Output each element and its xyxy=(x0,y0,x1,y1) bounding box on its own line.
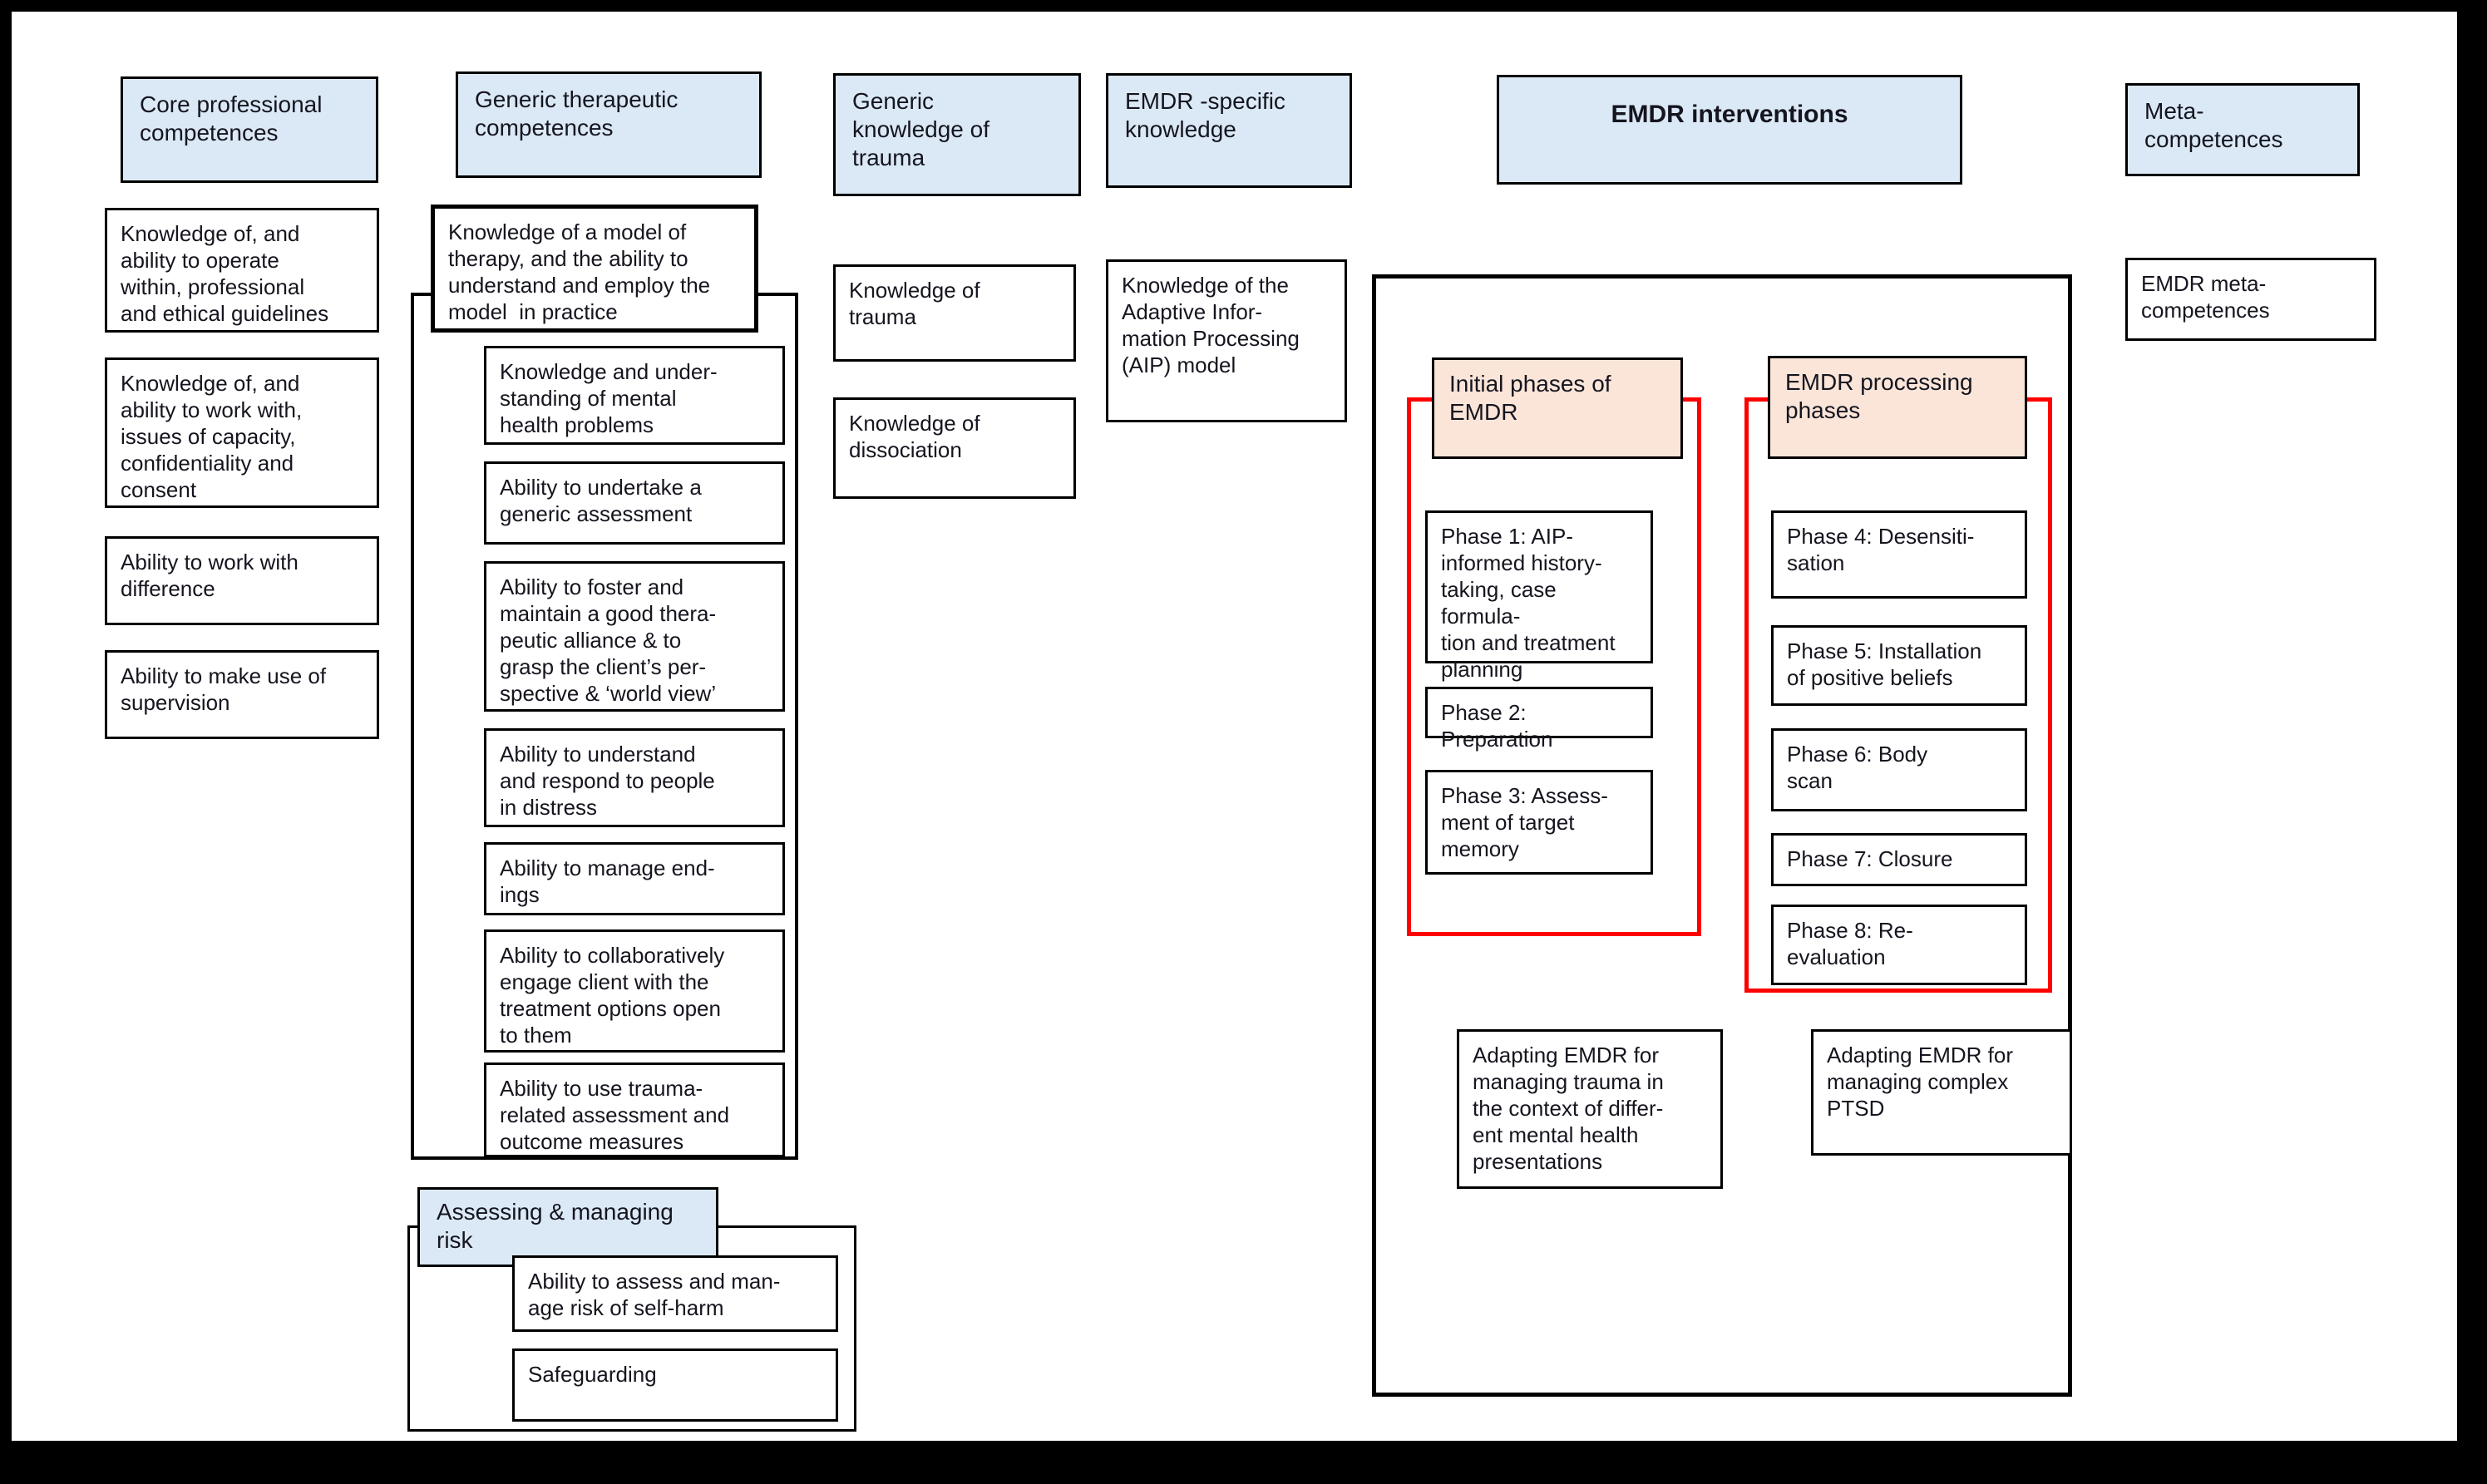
box-respond-to-distress: Ability to understand and respond to peo… xyxy=(484,728,785,827)
box-knowledge-of-dissociation: Knowledge of dissociation xyxy=(833,397,1076,499)
header-assessing-managing-risk: Assessing & managing risk xyxy=(417,1187,718,1267)
header-core-professional-competences: Core professional competences xyxy=(121,76,378,183)
box-model-of-therapy: Knowledge of a model of therapy, and the… xyxy=(431,205,758,333)
box-work-with-difference: Ability to work with difference xyxy=(105,536,379,625)
box-safeguarding: Safeguarding xyxy=(512,1348,838,1422)
box-generic-assessment: Ability to undertake a generic assessmen… xyxy=(484,461,785,545)
frame-border-left xyxy=(0,0,12,1484)
frame-border-right xyxy=(2457,0,2487,1484)
box-mental-health-knowledge: Knowledge and under- standing of mental … xyxy=(484,346,785,445)
box-phase-6-body-scan: Phase 6: Body scan xyxy=(1771,728,2027,811)
box-therapeutic-alliance: Ability to foster and maintain a good th… xyxy=(484,561,785,712)
label-processing-phases: EMDR processing phases xyxy=(1768,356,2027,459)
box-use-of-supervision: Ability to make use of supervision xyxy=(105,650,379,739)
box-phase-8-reevaluation: Phase 8: Re- evaluation xyxy=(1771,905,2027,985)
label-initial-phases: Initial phases of EMDR xyxy=(1432,357,1683,459)
box-manage-endings: Ability to manage end- ings xyxy=(484,842,785,915)
box-adapting-complex-ptsd: Adapting EMDR for managing complex PTSD xyxy=(1811,1029,2072,1156)
box-collaborative-engagement: Ability to collaboratively engage client… xyxy=(484,929,785,1053)
box-trauma-assessment-measures: Ability to use trauma- related assessmen… xyxy=(484,1062,785,1157)
header-emdr-interventions: EMDR interventions xyxy=(1497,75,1962,185)
box-aip-model: Knowledge of the Adaptive Infor- mation … xyxy=(1106,259,1347,422)
box-professional-ethical-guidelines: Knowledge of, and ability to operate wit… xyxy=(105,208,379,333)
box-knowledge-of-trauma: Knowledge of trauma xyxy=(833,264,1076,362)
emdr-interventions-group-outline xyxy=(1372,274,2072,1397)
box-phase-4-desensitisation: Phase 4: Desensiti- sation xyxy=(1771,510,2027,599)
box-phase-1-history-taking: Phase 1: AIP- informed history- taking, … xyxy=(1425,510,1653,682)
header-emdr-specific-knowledge: EMDR -specific knowledge xyxy=(1106,73,1352,188)
box-assess-self-harm-risk: Ability to assess and man- age risk of s… xyxy=(512,1255,838,1332)
frame-border-top xyxy=(0,0,2487,12)
box-emdr-meta-competences: EMDR meta- competences xyxy=(2125,258,2376,341)
box-phase-7-closure: Phase 7: Closure xyxy=(1771,833,2027,886)
box-phase-2-preparation: Phase 2: Preparation xyxy=(1425,687,1653,752)
header-generic-knowledge-of-trauma: Generic knowledge of trauma xyxy=(833,73,1081,196)
frame-border-bottom xyxy=(0,1441,2487,1484)
box-adapting-trauma-contexts: Adapting EMDR for managing trauma in the… xyxy=(1457,1029,1723,1189)
box-phase-5-installation: Phase 5: Installation of positive belief… xyxy=(1771,625,2027,706)
header-meta-competences: Meta- competences xyxy=(2125,83,2360,176)
box-capacity-confidentiality-consent: Knowledge of, and ability to work with, … xyxy=(105,357,379,508)
box-phase-3-assessment: Phase 3: Assess- ment of target memory xyxy=(1425,770,1653,875)
header-generic-therapeutic-competences: Generic therapeutic competences xyxy=(456,71,762,178)
